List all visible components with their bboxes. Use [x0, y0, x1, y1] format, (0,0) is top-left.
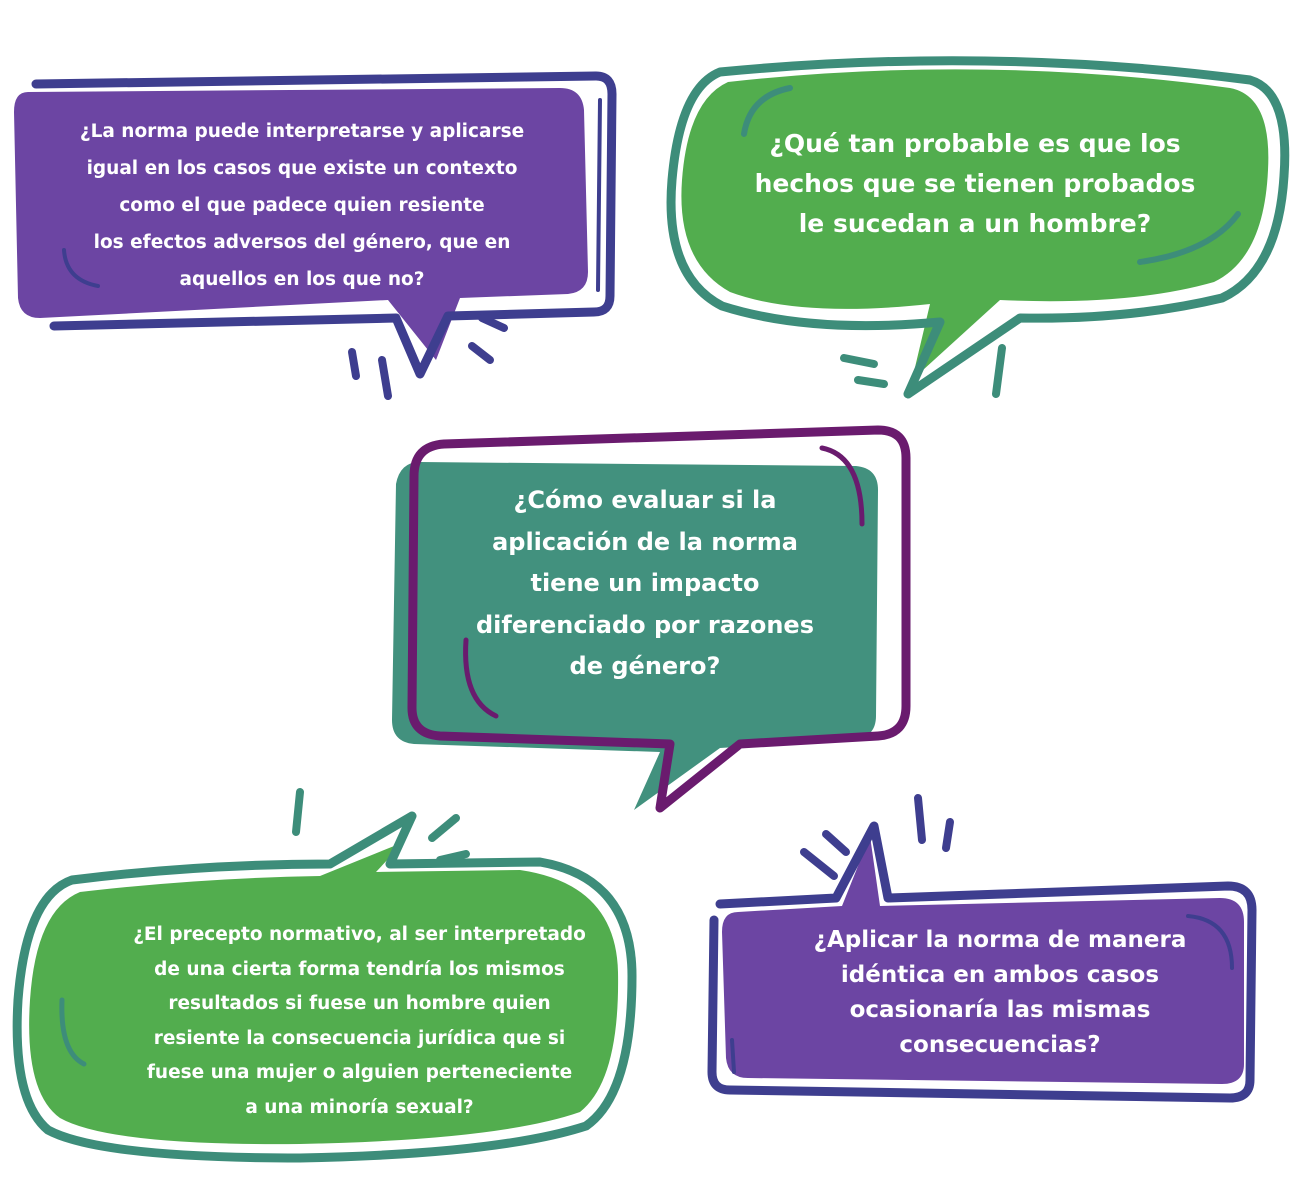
- text-line: idéntica en ambos casos: [840, 962, 1160, 988]
- bubble-top-left-shape: [14, 71, 617, 400]
- text-line: diferenciado por razones: [476, 610, 814, 639]
- accent-dash: [468, 342, 494, 364]
- accent-dash: [348, 348, 360, 380]
- accent-dash: [436, 850, 470, 864]
- bubble-center-text: ¿Cómo evaluar si la aplicación de la nor…: [425, 480, 865, 688]
- text-line: los efectos adversos del género, que en: [93, 232, 511, 253]
- accent-dash: [292, 788, 304, 836]
- bubble-bottom-right-shape: [707, 794, 1257, 1103]
- text-line: ocasionaría las mismas: [849, 997, 1151, 1023]
- text-line: aquellos en los que no?: [179, 269, 425, 290]
- text-line: le sucedan a un hombre?: [798, 209, 1152, 238]
- text-line: ¿Aplicar la norma de manera: [813, 927, 1187, 953]
- bubble-top-right-text: ¿Qué tan probable es que los hechos que …: [715, 124, 1235, 244]
- text-line: como el que padece quien resiente: [119, 195, 485, 216]
- accent-dash: [800, 848, 838, 880]
- text-line: ¿La norma puede interpretarse y aplicars…: [79, 121, 525, 142]
- text-line: de una cierta forma tendría los mismos: [154, 958, 565, 980]
- accent-dash: [914, 794, 926, 844]
- bubble-bottom-right-text: ¿Aplicar la norma de manera idéntica en …: [770, 923, 1230, 1063]
- text-line: hechos que se tienen probados: [754, 169, 1196, 198]
- text-line: consecuencias?: [899, 1032, 1101, 1058]
- text-line: aplicación de la norma: [492, 527, 798, 556]
- accent-dash: [822, 830, 850, 856]
- bubble-top-left-text: ¿La norma puede interpretarse y aplicars…: [52, 113, 552, 298]
- accent-dash: [478, 314, 508, 332]
- bubble-top-right-shape: [666, 56, 1290, 399]
- accent-dash: [854, 376, 888, 388]
- text-line: ¿Cómo evaluar si la: [513, 486, 777, 514]
- text-line: fuese una mujer o alguien perteneciente: [146, 1062, 573, 1083]
- text-line: de género?: [569, 652, 721, 680]
- text-line: ¿Qué tan probable es que los: [769, 129, 1181, 158]
- accent-dash: [992, 344, 1006, 398]
- text-line: a una minoría sexual?: [245, 1096, 474, 1118]
- accent-dash: [378, 356, 392, 400]
- text-line: ¿El precepto normativo, al ser interpret…: [133, 924, 586, 945]
- text-line: resiente la consecuencia jurídica que si: [153, 1027, 566, 1049]
- text-line: resultados si fuese un hombre quien: [168, 993, 551, 1014]
- accent-dash: [840, 354, 878, 368]
- bubble-bottom-left-shape: [12, 788, 637, 1163]
- text-line: igual en los casos que existe un context…: [86, 158, 518, 179]
- text-line: tiene un impacto: [530, 569, 760, 597]
- bubble-bottom-left-text: ¿El precepto normativo, al ser interpret…: [112, 918, 607, 1125]
- accent-dash: [942, 818, 954, 852]
- bubble-center-shape: [392, 425, 911, 813]
- accent-dash: [428, 814, 460, 842]
